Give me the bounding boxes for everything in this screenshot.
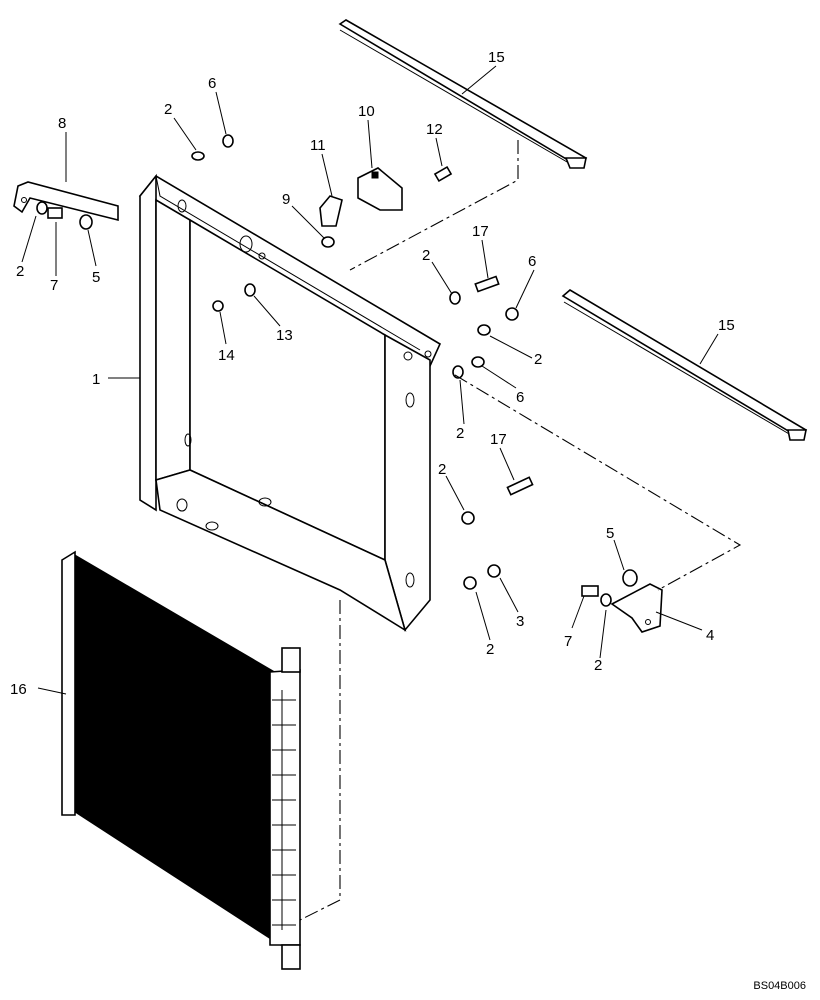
- callout-2: 2: [456, 425, 464, 442]
- drawing-reference-code: BS04B006: [753, 980, 806, 992]
- callout-15-top: 15: [488, 49, 505, 66]
- callout-2: 2: [422, 247, 430, 264]
- callout-12: 12: [426, 121, 443, 138]
- callout-6: 6: [516, 389, 524, 406]
- callout-6: 6: [528, 253, 536, 270]
- shroud-frame: [138, 173, 442, 632]
- bracket-left: [13, 181, 119, 222]
- callout-15-right: 15: [718, 317, 735, 334]
- callout-8: 8: [58, 115, 66, 132]
- callout-17: 17: [472, 223, 489, 240]
- callout-11: 11: [310, 137, 326, 154]
- seal-strip-right: [561, 289, 808, 441]
- callout-2: 2: [438, 461, 446, 478]
- callout-5: 5: [92, 269, 100, 286]
- seal-strip-top: [338, 19, 588, 169]
- callout-2: 2: [534, 351, 542, 368]
- callout-3: 3: [516, 613, 524, 630]
- callout-2: 2: [164, 101, 172, 118]
- callout-2: 2: [486, 641, 494, 658]
- callout-2: 2: [594, 657, 602, 674]
- callout-9: 9: [282, 191, 290, 208]
- condenser-core: [61, 550, 301, 970]
- bracket-11: [319, 195, 343, 227]
- callout-labels: 15 15 2 6 10 12 11 8 9 17 2 6 2 7 5 13 1…: [10, 49, 735, 698]
- switch-10: [357, 167, 403, 211]
- callout-13: 13: [276, 327, 293, 344]
- callout-7: 7: [50, 277, 58, 294]
- callout-17: 17: [490, 431, 507, 448]
- callout-2: 2: [16, 263, 24, 280]
- condenser-tube-ticks: [272, 699, 296, 926]
- leader-lines: [21, 65, 719, 695]
- callout-1: 1: [92, 371, 100, 388]
- callout-6: 6: [208, 75, 216, 92]
- alignment-lines: [299, 140, 742, 921]
- callout-4: 4: [706, 627, 714, 644]
- callout-7: 7: [564, 633, 572, 650]
- callout-14: 14: [218, 347, 235, 364]
- callout-5: 5: [606, 525, 614, 542]
- hardware: [36, 134, 638, 607]
- callout-10: 10: [358, 103, 375, 120]
- bracket-right: [610, 583, 663, 633]
- callout-16: 16: [10, 681, 27, 698]
